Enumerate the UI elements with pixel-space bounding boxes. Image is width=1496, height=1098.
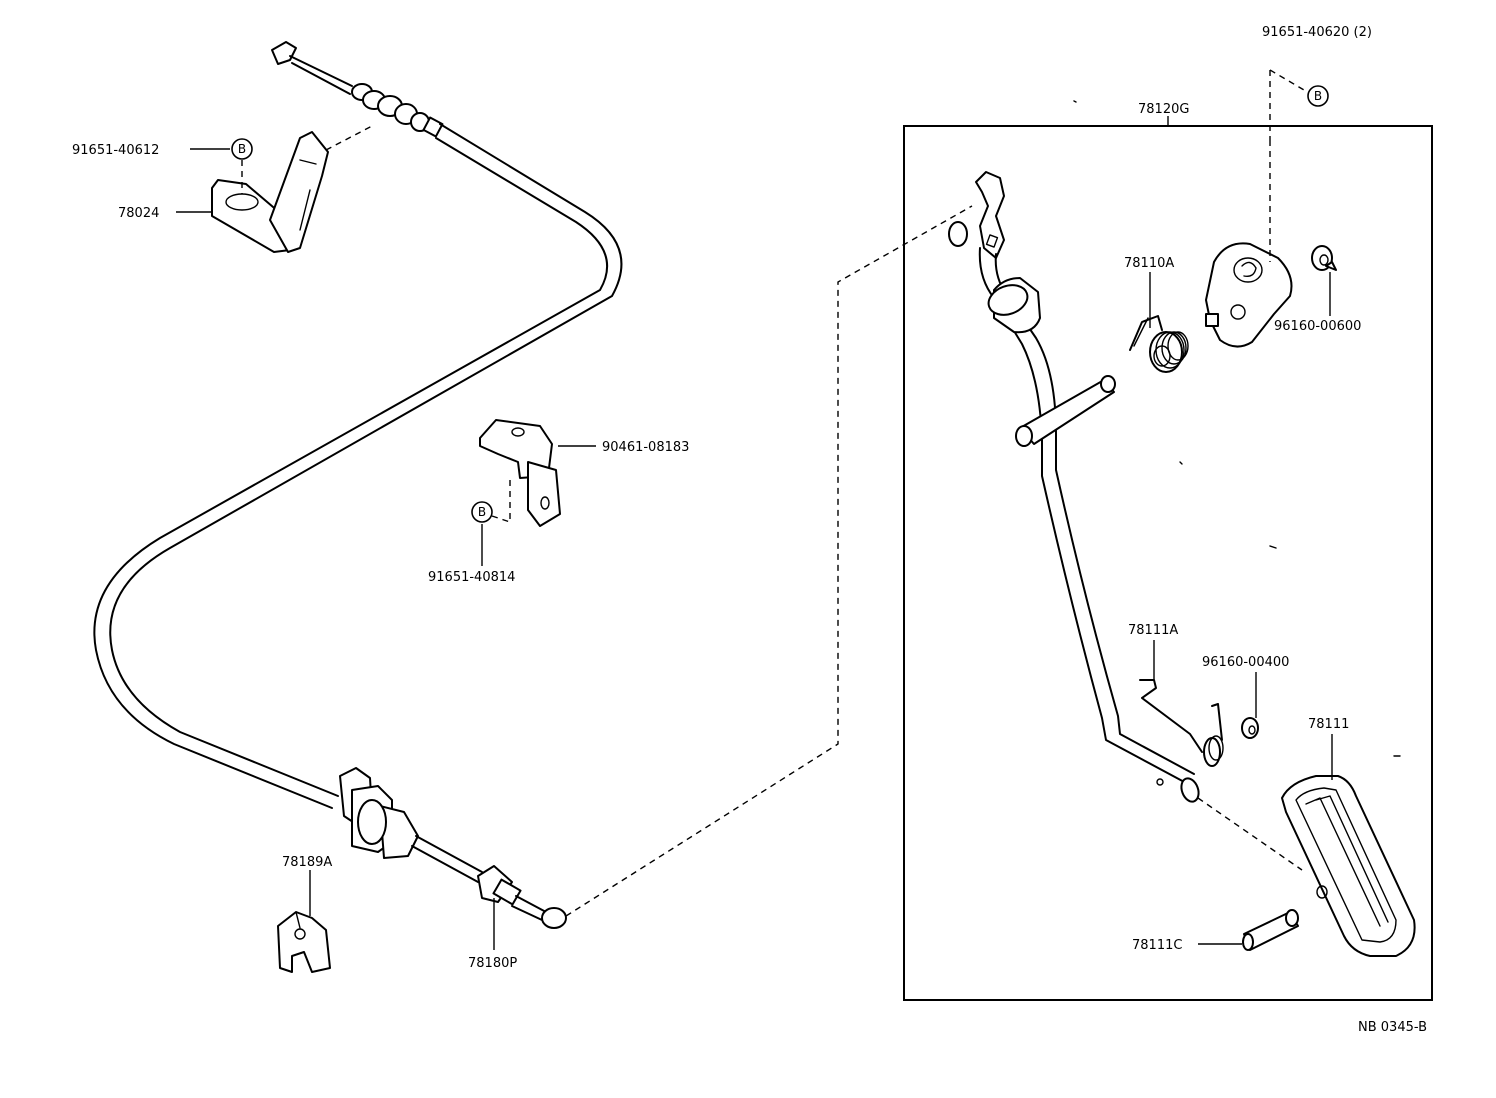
label-91651-40814: 91651-40814 xyxy=(428,570,515,585)
label-78110A: 78110A xyxy=(1124,256,1174,271)
pedal-lever xyxy=(948,171,1200,803)
pin-78111C xyxy=(1242,909,1299,951)
label-90461-08183: 90461-08183 xyxy=(602,440,689,455)
return-spring-78110A xyxy=(1129,315,1189,373)
label-78180P: 78180P xyxy=(468,956,517,971)
bolt-marker-91651-40814: B xyxy=(471,501,493,523)
bracket-78024 xyxy=(211,125,373,253)
svg-text:B: B xyxy=(238,142,246,156)
pedal-pad-78111 xyxy=(1281,775,1416,957)
label-91651-40612: 91651-40612 xyxy=(72,143,159,158)
label-91651-40620: 91651-40620 (2) xyxy=(1262,25,1372,40)
bracket-90461-08183 xyxy=(479,419,561,527)
label-96160-00400: 96160-00400 xyxy=(1202,655,1289,670)
label-78111: 78111 xyxy=(1308,717,1349,732)
label-96160-00600: 96160-00600 xyxy=(1274,319,1361,334)
bolt-marker-91651-40612: B xyxy=(231,138,253,160)
clip-78189A xyxy=(277,911,331,973)
cable-upper-end xyxy=(271,41,444,138)
label-78120G: 78120G xyxy=(1138,102,1189,117)
cable-sheath xyxy=(93,123,623,809)
label-78024: 78024 xyxy=(118,206,159,221)
leader-lines xyxy=(176,148,1333,950)
cable-to-pedal-dashed-line xyxy=(565,205,973,917)
label-78111C: 78111C xyxy=(1132,938,1182,953)
label-78189A: 78189A xyxy=(282,855,332,870)
drawing-code: NB 0345-B xyxy=(1358,1020,1427,1035)
pedal-support-bracket xyxy=(1205,69,1305,348)
cable-lower-end xyxy=(339,767,567,929)
e-ring-96160-00400 xyxy=(1241,717,1259,739)
spring-78111A xyxy=(1139,679,1224,767)
label-78111A: 78111A xyxy=(1128,623,1178,638)
svg-text:B: B xyxy=(1314,89,1322,103)
e-ring-96160-00600 xyxy=(1311,245,1337,271)
bolt-marker-91651-40620: B xyxy=(1307,85,1329,107)
accelerator-cable-assembly xyxy=(93,41,623,929)
svg-text:B: B xyxy=(478,505,486,519)
scan-marks xyxy=(1073,100,1401,757)
